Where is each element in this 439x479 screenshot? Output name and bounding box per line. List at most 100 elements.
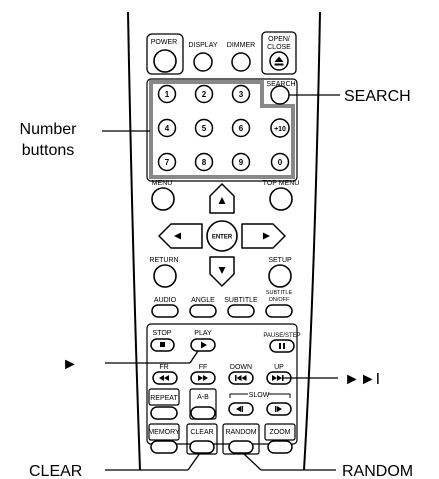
- arrow-right-icon: [263, 232, 270, 240]
- return-label: RETURN: [149, 257, 178, 264]
- number-9-button[interactable]: 9: [231, 152, 251, 172]
- number-3-button[interactable]: 3: [231, 84, 251, 104]
- zoom-button[interactable]: [267, 440, 293, 454]
- subtitle-button[interactable]: [227, 304, 255, 318]
- dpad-right-button[interactable]: [241, 223, 286, 249]
- clear-frame: [186, 423, 218, 455]
- slow-forward-button[interactable]: [266, 402, 292, 416]
- fr-button[interactable]: [152, 371, 178, 385]
- number-2-label: 2: [202, 90, 207, 99]
- slow-label: SLOW: [249, 392, 270, 399]
- down-label: DOWN: [230, 364, 252, 371]
- number-0-label: 0: [278, 158, 283, 167]
- number-1-button[interactable]: 1: [157, 84, 177, 104]
- up-label: UP: [274, 364, 284, 371]
- number-buttons-callout-1: Number: [20, 121, 78, 138]
- play-button[interactable]: [190, 338, 216, 352]
- remote-body: [127, 11, 321, 471]
- enter-button[interactable]: ENTER: [206, 220, 238, 252]
- pause-step-button[interactable]: [269, 339, 295, 353]
- clear-button[interactable]: [189, 440, 215, 454]
- number-3-label: 3: [239, 90, 244, 99]
- number-7-button[interactable]: 7: [157, 152, 177, 172]
- stop-button[interactable]: [150, 338, 175, 352]
- a-b-label: A-B: [197, 394, 209, 401]
- random-frame: [222, 423, 260, 455]
- slow-forward-bar: [275, 406, 277, 412]
- dpad-left-button[interactable]: [158, 223, 203, 249]
- random-callout-line-1: [242, 452, 262, 471]
- menu-button[interactable]: [151, 187, 175, 211]
- number-0-button[interactable]: 0: [270, 152, 290, 172]
- subtitle-onoff-label-2: ON/OFF: [269, 297, 290, 303]
- skip-up-button[interactable]: [266, 371, 292, 385]
- subtitle-label: SUBTITLE: [224, 297, 258, 304]
- setup-button[interactable]: [268, 264, 292, 288]
- subtitle-onoff-label-1: SUBTITLE: [266, 290, 293, 296]
- play-label: PLAY: [194, 330, 212, 337]
- memory-button[interactable]: [150, 440, 178, 454]
- pause-icon: [279, 343, 281, 349]
- skip-next-icon: [272, 375, 282, 381]
- number-pad-frame: [146, 78, 298, 182]
- slow-forward-icon: [277, 406, 282, 412]
- number-7-label: 7: [165, 158, 170, 167]
- audio-label: AUDIO: [154, 297, 177, 304]
- dimmer-button[interactable]: [231, 52, 251, 72]
- angle-button[interactable]: [189, 304, 217, 318]
- dpad-up-button[interactable]: [209, 183, 235, 214]
- random-button[interactable]: [228, 440, 254, 454]
- slow-bracket: [229, 393, 291, 398]
- number-1-label: 1: [165, 90, 170, 99]
- rewind-icon: [159, 375, 169, 381]
- top-menu-button[interactable]: [269, 187, 293, 211]
- skip-callout: ►►I: [344, 371, 380, 388]
- slow-reverse-button[interactable]: [228, 402, 254, 416]
- number-2-button[interactable]: 2: [194, 84, 214, 104]
- number-4-button[interactable]: 4: [157, 118, 177, 138]
- ff-button[interactable]: [190, 371, 216, 385]
- arrow-down-icon: [218, 267, 226, 274]
- number-5-button[interactable]: 5: [194, 118, 214, 138]
- subtitle-onoff-button[interactable]: [265, 304, 293, 318]
- slow-reverse-bar: [241, 406, 243, 412]
- number-pad-highlight: [149, 80, 295, 179]
- dpad-down-button[interactable]: [209, 256, 235, 287]
- random-callout: RANDOM: [342, 463, 413, 479]
- power-frame: [146, 33, 184, 75]
- repeat-button[interactable]: [150, 406, 178, 420]
- open-close-button[interactable]: [269, 51, 289, 71]
- audio-button[interactable]: [151, 304, 179, 318]
- clear-callout: CLEAR: [29, 463, 82, 479]
- number-6-label: 6: [239, 124, 244, 133]
- skip-back-icon: [235, 375, 237, 381]
- a-b-button[interactable]: [190, 406, 216, 420]
- stop-label: STOP: [153, 330, 172, 337]
- display-button[interactable]: [193, 52, 213, 72]
- plus10-button[interactable]: +10: [270, 118, 290, 138]
- number-6-button[interactable]: 6: [231, 118, 251, 138]
- clear-label: CLEAR: [190, 429, 213, 436]
- menu-label: MENU: [152, 180, 173, 187]
- number-8-label: 8: [202, 158, 207, 167]
- return-button[interactable]: [153, 264, 177, 288]
- number-8-button[interactable]: 8: [194, 152, 214, 172]
- skip-down-button[interactable]: [228, 371, 254, 385]
- eject-icon: [274, 56, 284, 62]
- play-callout: ►: [62, 356, 78, 373]
- repeat-frame: [148, 388, 180, 406]
- dimmer-label: DIMMER: [227, 42, 255, 49]
- pause-icon-bar: [283, 343, 285, 349]
- memory-label: MEMORY: [148, 429, 180, 436]
- enter-label: ENTER: [212, 235, 233, 241]
- memory-frame: [148, 423, 180, 441]
- plus10-label: +10: [274, 126, 286, 133]
- power-button[interactable]: [153, 49, 177, 73]
- skip-back-arrows: [236, 375, 247, 381]
- open-close-frame: [261, 31, 297, 75]
- display-label: DISPLAY: [188, 42, 217, 49]
- zoom-label: ZOOM: [270, 429, 291, 436]
- search-button[interactable]: [270, 85, 290, 105]
- repeat-label: REPEAT: [150, 395, 178, 402]
